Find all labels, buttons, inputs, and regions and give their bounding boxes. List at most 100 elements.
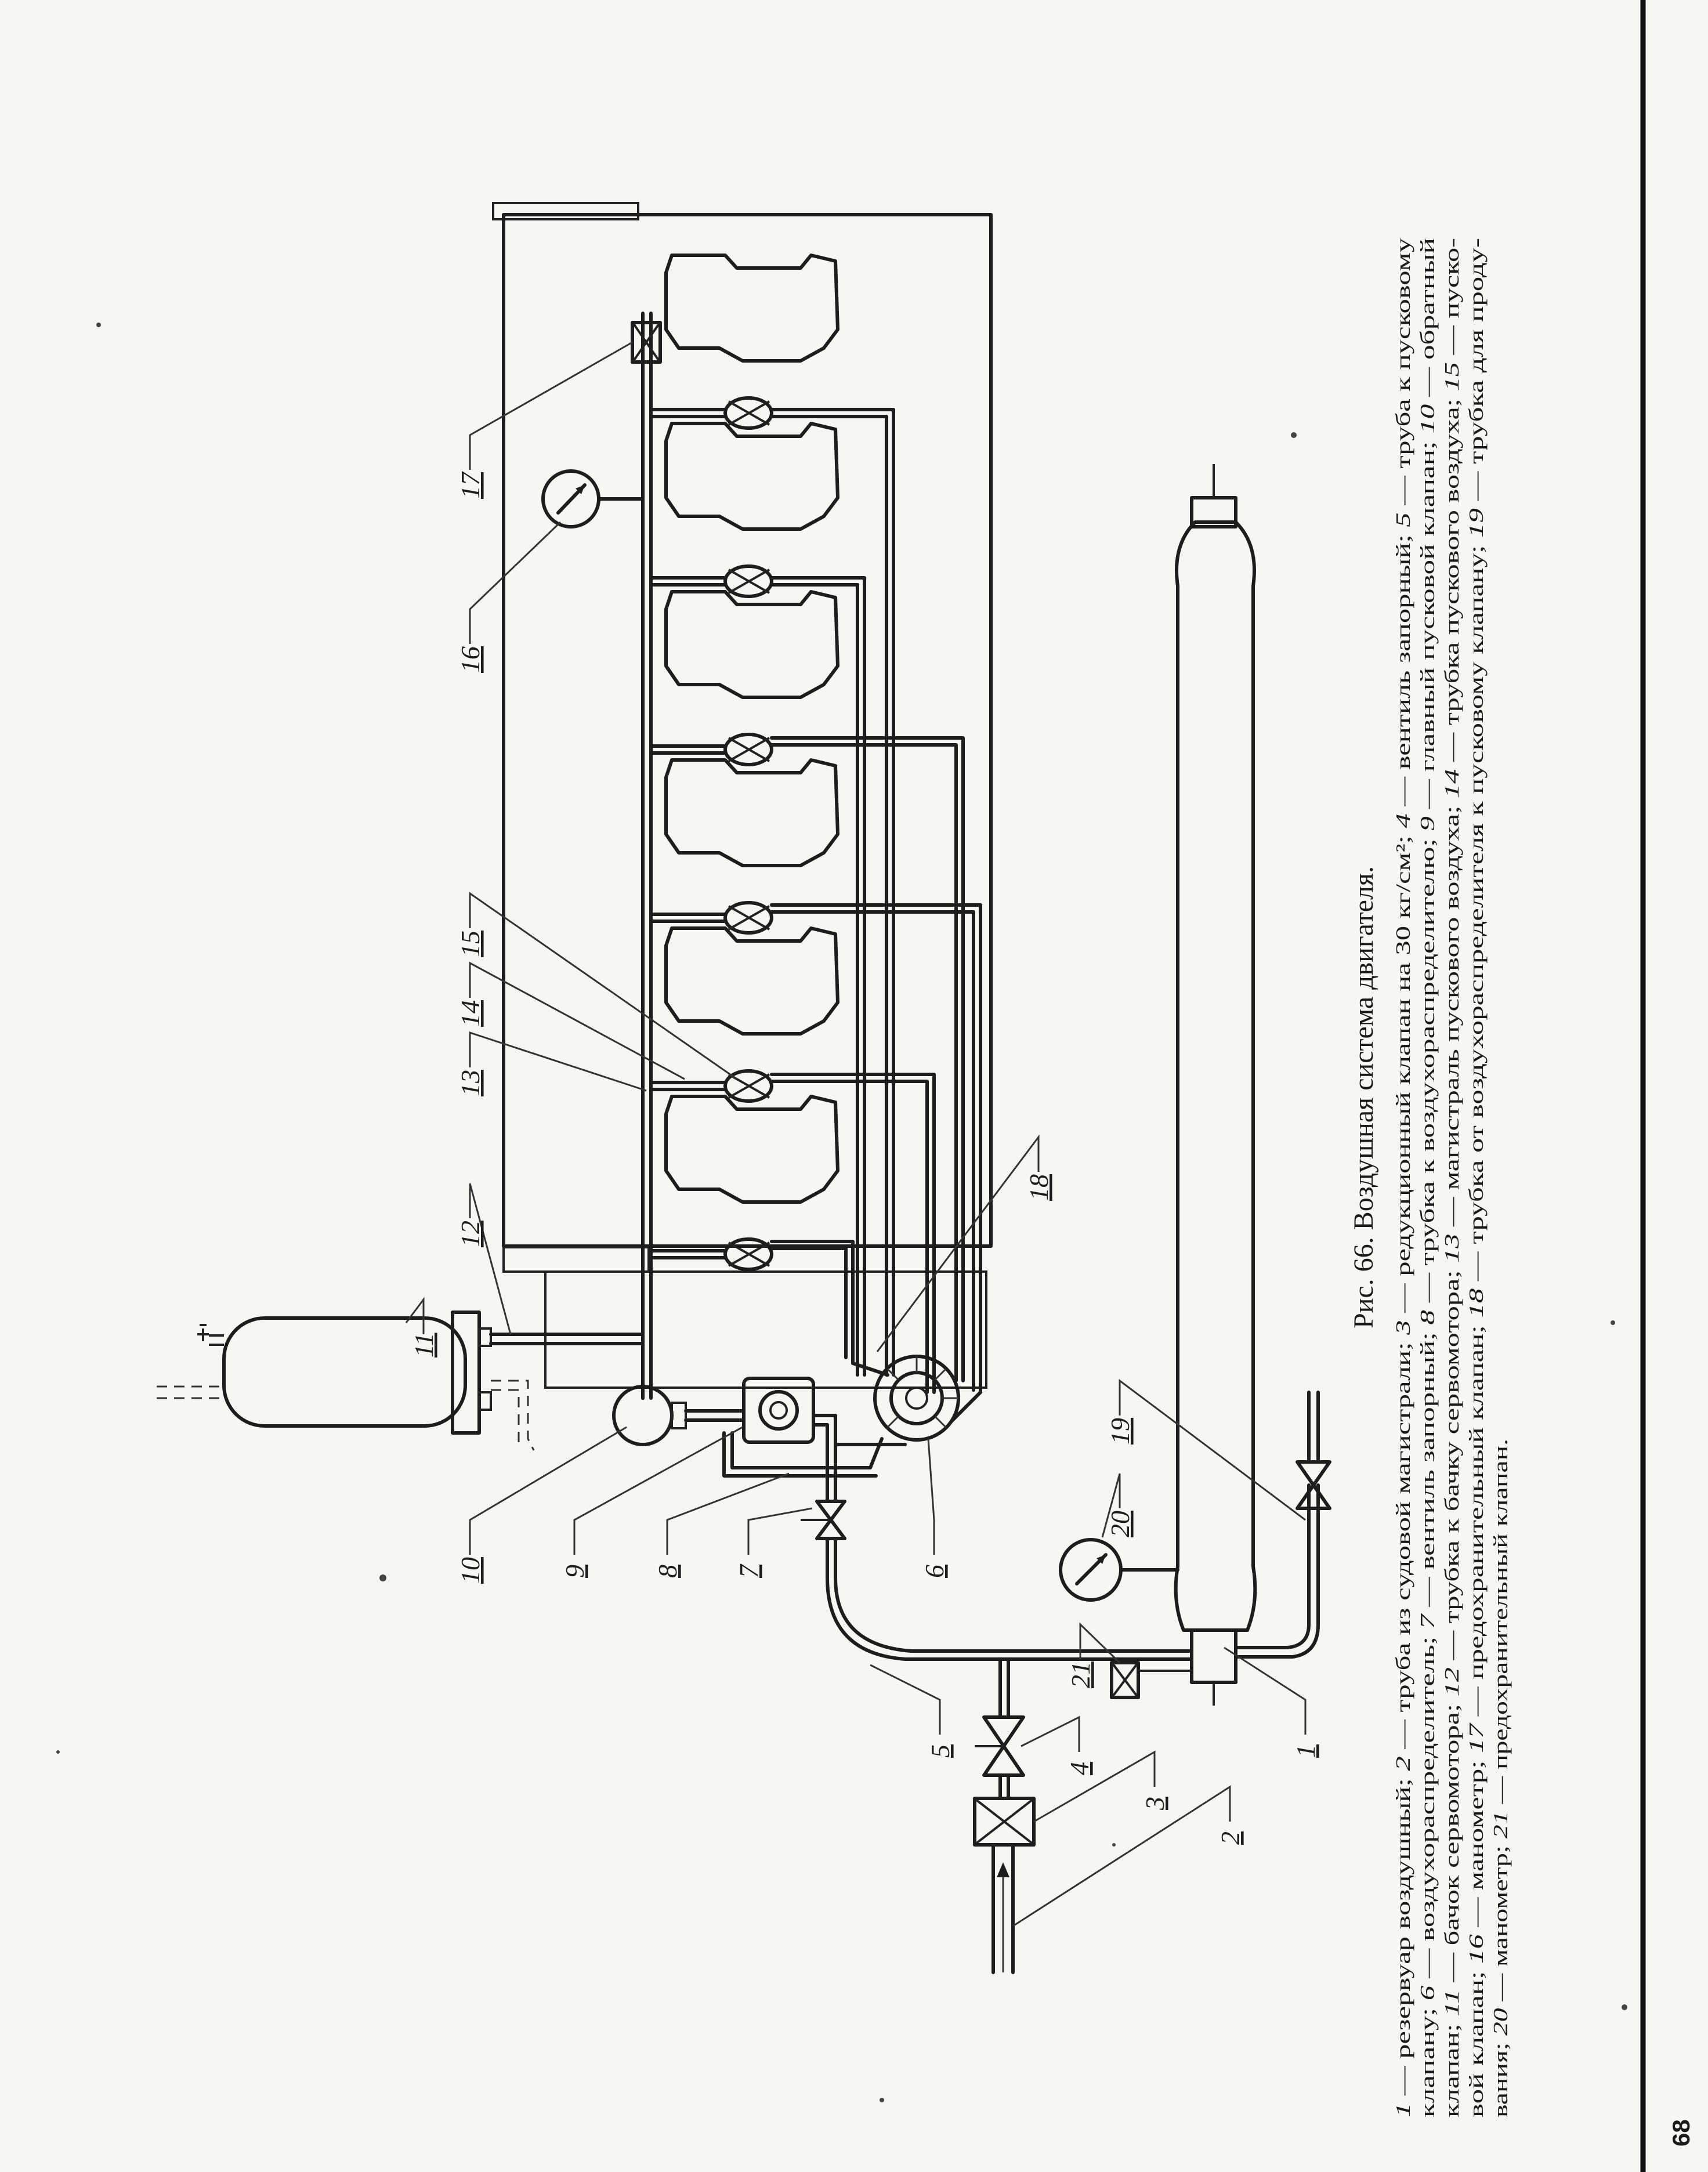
- callout-10: 10: [455, 1557, 485, 1584]
- non-return-valve-10: [612, 1298, 746, 1446]
- starting-valves: [649, 396, 982, 1423]
- callout-numbers: 1 2 3 4 5 6 7 8 9 10 11 12 13 14 15 16 1…: [409, 471, 1320, 1845]
- leader-15: [469, 892, 737, 1080]
- legend-item-text: — воздухораспределитель;: [1416, 1629, 1439, 1986]
- pipe-8: [722, 1431, 884, 1478]
- starting-valve-5: [649, 1069, 936, 1394]
- legend-item-text: клапан;: [1441, 2017, 1463, 2117]
- manometer-16: [541, 469, 645, 528]
- reducing-valve-3: [973, 1797, 1036, 1847]
- legend-item-number: 4: [1392, 813, 1414, 828]
- caption-legend: 1 — резервуар воздушный; 2 — труба из су…: [1392, 237, 1512, 2117]
- callout-18: 18: [1024, 1174, 1054, 1201]
- leader-1: [1224, 1646, 1307, 1735]
- leader-21: [1079, 1622, 1121, 1664]
- callout-2: 2: [1215, 1831, 1245, 1845]
- legend-item-number: 6: [1416, 1985, 1439, 2000]
- legend-item-number: 1: [1392, 2103, 1414, 2117]
- legend-line: вания; 20 — манометр; 21 — предохранител…: [1489, 1439, 1512, 2117]
- legend-item-text: — резервуар воздушный;: [1392, 1771, 1414, 2103]
- cylinder-2: [664, 422, 839, 531]
- leader-14: [469, 961, 685, 1080]
- legend-item-text: вания;: [1489, 2036, 1512, 2117]
- leader-6: [927, 1438, 935, 1555]
- legend-item-number: 18: [1465, 1288, 1488, 1318]
- callout-3: 3: [1140, 1797, 1170, 1811]
- callout-13: 13: [455, 1070, 485, 1096]
- callout-19: 19: [1105, 1418, 1135, 1445]
- cylinder-3: [664, 590, 839, 699]
- legend-item-number: 11: [1441, 1989, 1463, 2017]
- starting-valve-6: [649, 1237, 889, 1377]
- legend-line: 1 — резервуар воздушный; 2 — труба из су…: [1392, 237, 1414, 2117]
- callout-5: 5: [925, 1744, 955, 1758]
- legend-item-number: 2: [1392, 1756, 1414, 1771]
- legend-item-text: — труба к пусковому: [1392, 237, 1414, 512]
- legend-item-text: — вентиль запорный;: [1392, 527, 1414, 814]
- callout-14: 14: [455, 1000, 485, 1027]
- shutoff-valve-7: [801, 1440, 846, 1540]
- scan-specks: [56, 323, 1627, 2102]
- legend-item-text: — главный пусковой клапан;: [1416, 434, 1439, 816]
- leader-3: [1033, 1750, 1156, 1823]
- callout-20: 20: [1105, 1511, 1135, 1537]
- leader-16: [469, 521, 562, 644]
- legend-item-text: клапану;: [1416, 2000, 1439, 2117]
- legend-item-text: — обратный: [1416, 238, 1439, 404]
- engine-bottom-plate: [502, 1246, 650, 1273]
- legend-item-text: — трубка к бачку сервомотора;: [1441, 1263, 1463, 1667]
- legend-item-number: 14: [1441, 769, 1463, 798]
- legend-item-number: 5: [1392, 512, 1414, 527]
- starting-valve-2: [649, 564, 866, 1377]
- legend-item-text: — редукционный клапан на 30 кг/см²;: [1392, 828, 1414, 1320]
- cylinder-4: [664, 758, 839, 867]
- legend-item-number: 17: [1465, 1722, 1488, 1753]
- legend-item-text: — бачок сервомотора;: [1441, 1696, 1463, 1989]
- legend-item-number: 15: [1441, 362, 1463, 391]
- callout-6: 6: [920, 1565, 949, 1578]
- air-distributor-6: [873, 1355, 960, 1442]
- callout-1: 1: [1291, 1744, 1320, 1758]
- legend-item-text: — манометр;: [1489, 1838, 1512, 2008]
- engine-top-plate: [492, 202, 639, 220]
- callout-21: 21: [1066, 1661, 1095, 1688]
- leader-20: [1101, 1473, 1121, 1538]
- cylinder-1: [664, 254, 839, 363]
- legend-item-text: — предохранительный клапан.: [1489, 1439, 1512, 1811]
- safety-valve-21: [1110, 1661, 1192, 1699]
- legend-line: клапан; 11 — бачок сервомотора; 12 — тру…: [1441, 238, 1463, 2117]
- callout-9: 9: [560, 1565, 589, 1578]
- leader-2: [1012, 1785, 1231, 1927]
- leader-7: [747, 1507, 813, 1555]
- air-reservoir-1: [1174, 464, 1257, 1706]
- callout-leaders: [405, 341, 1307, 1927]
- callout-4: 4: [1065, 1762, 1094, 1775]
- legend-item-text: — трубка для проду-: [1465, 238, 1488, 508]
- callout-12: 12: [455, 1221, 485, 1247]
- starting-valve-4: [649, 901, 982, 1423]
- callout-17: 17: [455, 471, 485, 499]
- cylinders: [664, 254, 839, 1204]
- cylinder-6: [664, 1095, 839, 1204]
- starting-valve-1: [649, 396, 895, 1377]
- legend-item-number: 19: [1465, 508, 1488, 538]
- legend-item-number: 10: [1416, 404, 1439, 434]
- engine-frame: [502, 213, 993, 1248]
- legend-item-text: — предохранительный клапан;: [1465, 1318, 1488, 1724]
- leader-13: [469, 1031, 647, 1092]
- leader-4: [1021, 1715, 1080, 1752]
- leader-5: [870, 1664, 941, 1735]
- manometer-20: [1059, 1538, 1179, 1602]
- legend-item-text: вой клапан;: [1465, 1964, 1488, 2117]
- legend-item-number: 13: [1441, 1234, 1463, 1263]
- legend-item-number: 16: [1465, 1934, 1488, 1964]
- servo-tank-11: [157, 1311, 535, 1451]
- legend-line: вой клапан; 16 — манометр; 17 — предохра…: [1465, 238, 1488, 2117]
- legend-item-text: — вентиль запорный;: [1416, 1325, 1439, 1614]
- leader-18: [876, 1134, 1040, 1352]
- legend-item-number: 21: [1489, 1811, 1512, 1838]
- callout-11: 11: [409, 1333, 439, 1358]
- leader-12: [469, 1183, 512, 1335]
